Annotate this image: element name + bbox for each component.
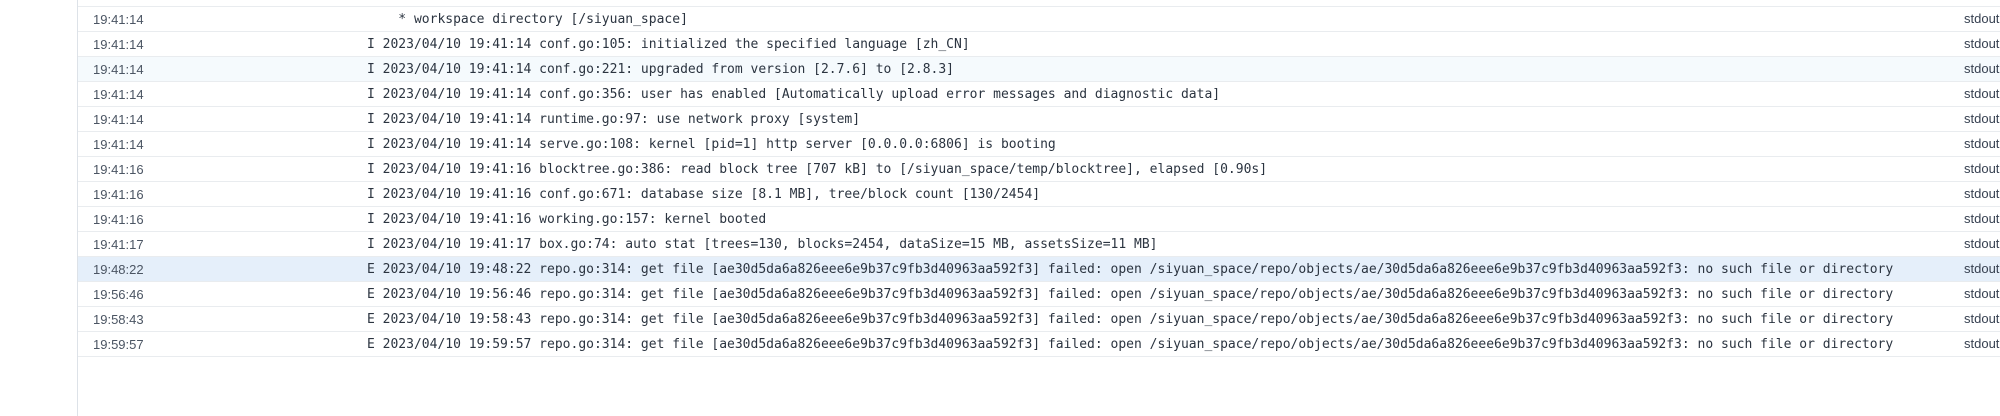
log-message: I 2023/04/10 19:41:17 box.go:74: auto st… (367, 236, 1158, 252)
log-row[interactable]: 19:41:14 I 2023/04/10 19:41:14 conf.go:1… (78, 32, 2000, 57)
log-table: 19:41:14 * workspace directory [/siyuan_… (78, 0, 2000, 416)
log-message: E 2023/04/10 19:56:46 repo.go:314: get f… (367, 286, 1894, 302)
log-timestamp: 19:41:14 (93, 61, 144, 77)
log-message: I 2023/04/10 19:41:14 runtime.go:97: use… (367, 111, 861, 127)
log-timestamp: 19:41:14 (93, 86, 144, 102)
log-row[interactable]: 19:41:14 * workspace directory [/siyuan_… (78, 7, 2000, 32)
log-timestamp: 19:41:16 (93, 186, 144, 202)
stream-label: stdout (1964, 336, 2000, 351)
log-timestamp: 19:59:57 (93, 336, 144, 352)
log-timestamp: 19:41:16 (93, 161, 144, 177)
log-timestamp: 19:41:17 (93, 236, 144, 252)
log-timestamp: 19:48:22 (93, 261, 144, 277)
log-timestamp: 19:41:14 (93, 111, 144, 127)
stream-label: stdout (1964, 61, 2000, 76)
log-message: I 2023/04/10 19:41:16 conf.go:671: datab… (367, 186, 1041, 202)
stream-label: stdout (1964, 311, 2000, 326)
stream-label: stdout (1964, 286, 2000, 301)
stream-label: stdout (1964, 136, 2000, 151)
log-row[interactable]: 19:41:14 I 2023/04/10 19:41:14 conf.go:3… (78, 82, 2000, 107)
left-gutter (0, 0, 78, 416)
log-message: I 2023/04/10 19:41:16 blocktree.go:386: … (367, 161, 1268, 177)
log-row[interactable]: 19:41:14 I 2023/04/10 19:41:14 runtime.g… (78, 107, 2000, 132)
stream-label: stdout (1964, 36, 2000, 51)
log-message: I 2023/04/10 19:41:14 conf.go:356: user … (367, 86, 1221, 102)
stream-label: stdout (1964, 161, 2000, 176)
log-timestamp: 19:58:43 (93, 311, 144, 327)
log-row[interactable]: 19:58:43 E 2023/04/10 19:58:43 repo.go:3… (78, 307, 2000, 332)
log-message: I 2023/04/10 19:41:14 conf.go:221: upgra… (367, 61, 954, 77)
log-message: I 2023/04/10 19:41:14 serve.go:108: kern… (367, 136, 1056, 152)
log-message: E 2023/04/10 19:59:57 repo.go:314: get f… (367, 336, 1894, 352)
log-timestamp: 19:41:14 (93, 136, 144, 152)
stream-label: stdout (1964, 261, 2000, 276)
log-row[interactable]: 19:41:16 I 2023/04/10 19:41:16 conf.go:6… (78, 182, 2000, 207)
log-row[interactable]: 19:41:16 I 2023/04/10 19:41:16 working.g… (78, 207, 2000, 232)
stream-label: stdout (1964, 186, 2000, 201)
log-message: I 2023/04/10 19:41:14 conf.go:105: initi… (367, 36, 970, 52)
log-row[interactable]: 19:41:17 I 2023/04/10 19:41:17 box.go:74… (78, 232, 2000, 257)
log-row[interactable]: 19:56:46 E 2023/04/10 19:56:46 repo.go:3… (78, 282, 2000, 307)
stream-label: stdout (1964, 211, 2000, 226)
log-message: E 2023/04/10 19:58:43 repo.go:314: get f… (367, 311, 1894, 327)
log-row[interactable]: 19:41:14 I 2023/04/10 19:41:14 serve.go:… (78, 132, 2000, 157)
log-message: * workspace directory [/siyuan_space] (367, 11, 688, 27)
stream-label: stdout (1964, 236, 2000, 251)
log-timestamp: 19:41:14 (93, 36, 144, 52)
log-message: I 2023/04/10 19:41:16 working.go:157: ke… (367, 211, 767, 227)
log-message: E 2023/04/10 19:48:22 repo.go:314: get f… (367, 261, 1894, 277)
log-row[interactable]: 19:59:57 E 2023/04/10 19:59:57 repo.go:3… (78, 332, 2000, 357)
log-rows: 19:41:14 * workspace directory [/siyuan_… (78, 6, 2000, 357)
log-timestamp: 19:41:14 (93, 11, 144, 27)
stream-label: stdout (1964, 86, 2000, 101)
log-timestamp: 19:56:46 (93, 286, 144, 302)
stream-label: stdout (1964, 111, 2000, 126)
log-row[interactable]: 19:41:16 I 2023/04/10 19:41:16 blocktree… (78, 157, 2000, 182)
log-row[interactable]: 19:48:22 E 2023/04/10 19:48:22 repo.go:3… (78, 257, 2000, 282)
log-timestamp: 19:41:16 (93, 211, 144, 227)
log-row[interactable]: 19:41:14 I 2023/04/10 19:41:14 conf.go:2… (78, 57, 2000, 82)
stream-label: stdout (1964, 11, 2000, 26)
